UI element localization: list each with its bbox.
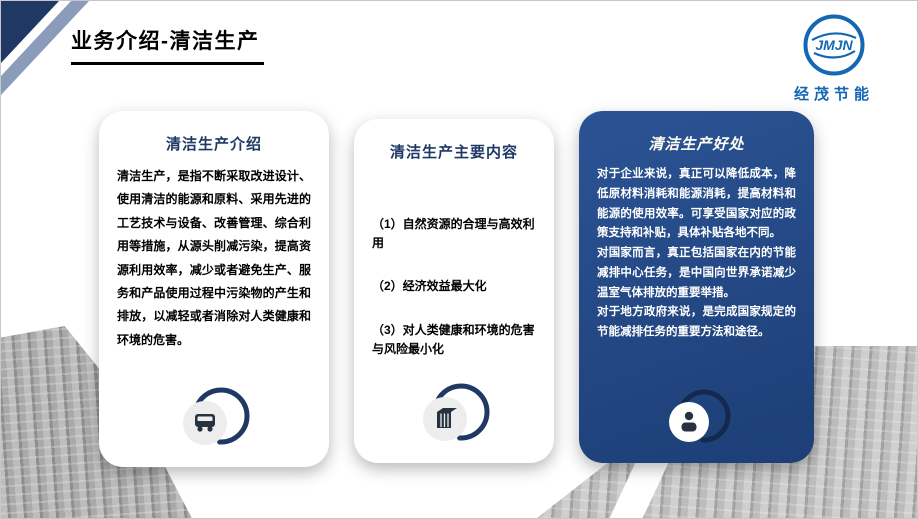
logo-text: JMJN [815,37,853,53]
jmjn-logo-icon: JMJN [803,14,865,76]
card1-title: 清洁生产介绍 [165,136,262,153]
card2-title: 清洁生产主要内容 [389,144,518,161]
logo-subtitle: 经茂节能 [793,86,874,103]
card-clean-production-content: 清洁生产主要内容 （1）自然资源的合理与高效利用 （2）经济效益最大化 （3）对… [354,119,554,463]
card3-icon-row [597,389,796,447]
bus-icon [183,387,250,445]
card2-icon-row [372,383,536,447]
list-item: （3）对人类健康和环境的危害与风险最小化 [372,322,535,356]
speaker-person-icon [668,389,730,443]
card-clean-production-benefits: 清洁生产好处 对于企业来说，真正可以降低成本，降低原材料消耗和能源消耗，提高材料… [579,111,814,463]
card3-paragraph: 对国家而言，真正包括国家在内的节能减排中心任务，是中国向世界承诺减少温室气体排放… [597,247,796,299]
building-icon [423,383,490,441]
card3-title: 清洁生产好处 [648,136,745,153]
page-title: 业务介绍-清洁生产 [71,25,264,65]
card1-icon-row [117,387,311,451]
card3-paragraph: 对于企业来说，真正可以降低成本，降低原材料消耗和能源消耗，提高材料和能源的使用效… [597,168,796,240]
cards-row: 清洁生产介绍 清洁生产，是指不断采取改进设计、使用清洁的能源和原料、采用先进的工… [99,111,814,467]
card3-paragraph: 对于地方政府来说，是完成国家规定的节能减排任务的重要方法和途径。 [597,306,796,339]
card1-body: 清洁生产，是指不断采取改进设计、使用清洁的能源和原料、采用先进的工艺技术与设备、… [117,169,311,347]
card2-list: （1）自然资源的合理与高效利用 （2）经济效益最大化 （3）对人类健康和环境的危… [372,215,536,383]
company-logo: JMJN 经茂节能 [773,13,895,104]
card-clean-production-intro: 清洁生产介绍 清洁生产，是指不断采取改进设计、使用清洁的能源和原料、采用先进的工… [99,111,329,467]
list-item: （2）经济效益最大化 [372,279,487,294]
list-item: （1）自然资源的合理与高效利用 [372,217,535,251]
